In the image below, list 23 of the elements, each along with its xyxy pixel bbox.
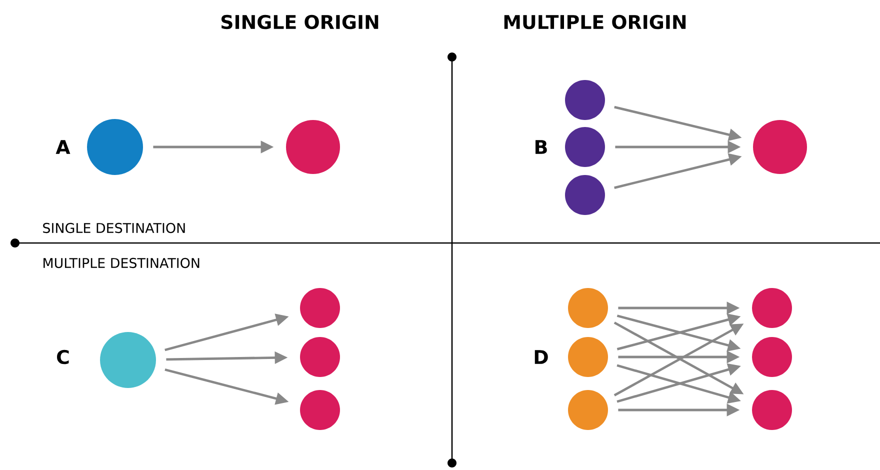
quadrant-letter: C bbox=[57, 350, 69, 364]
column-heading: MULTIPLE ORIGIN bbox=[504, 14, 686, 30]
dot bbox=[568, 288, 608, 328]
dot bbox=[568, 337, 608, 377]
dot bbox=[300, 288, 340, 328]
dot bbox=[753, 120, 807, 174]
row-heading: MULTIPLE DESTINATION bbox=[44, 258, 200, 268]
dot bbox=[565, 175, 605, 215]
dot bbox=[565, 80, 605, 120]
quadrant-letter: D bbox=[534, 350, 548, 364]
dot bbox=[300, 390, 340, 430]
quadrant-letter: B bbox=[536, 140, 547, 154]
row-heading: SINGLE DESTINATION bbox=[43, 222, 185, 234]
dot bbox=[565, 127, 605, 167]
dot bbox=[286, 120, 340, 174]
column-heading: SINGLE ORIGIN bbox=[221, 14, 378, 30]
dot bbox=[752, 390, 792, 430]
dot bbox=[752, 337, 792, 377]
dot bbox=[568, 390, 608, 430]
dot bbox=[300, 337, 340, 377]
dot bbox=[100, 332, 156, 388]
dot bbox=[87, 119, 143, 175]
dot bbox=[752, 288, 792, 328]
